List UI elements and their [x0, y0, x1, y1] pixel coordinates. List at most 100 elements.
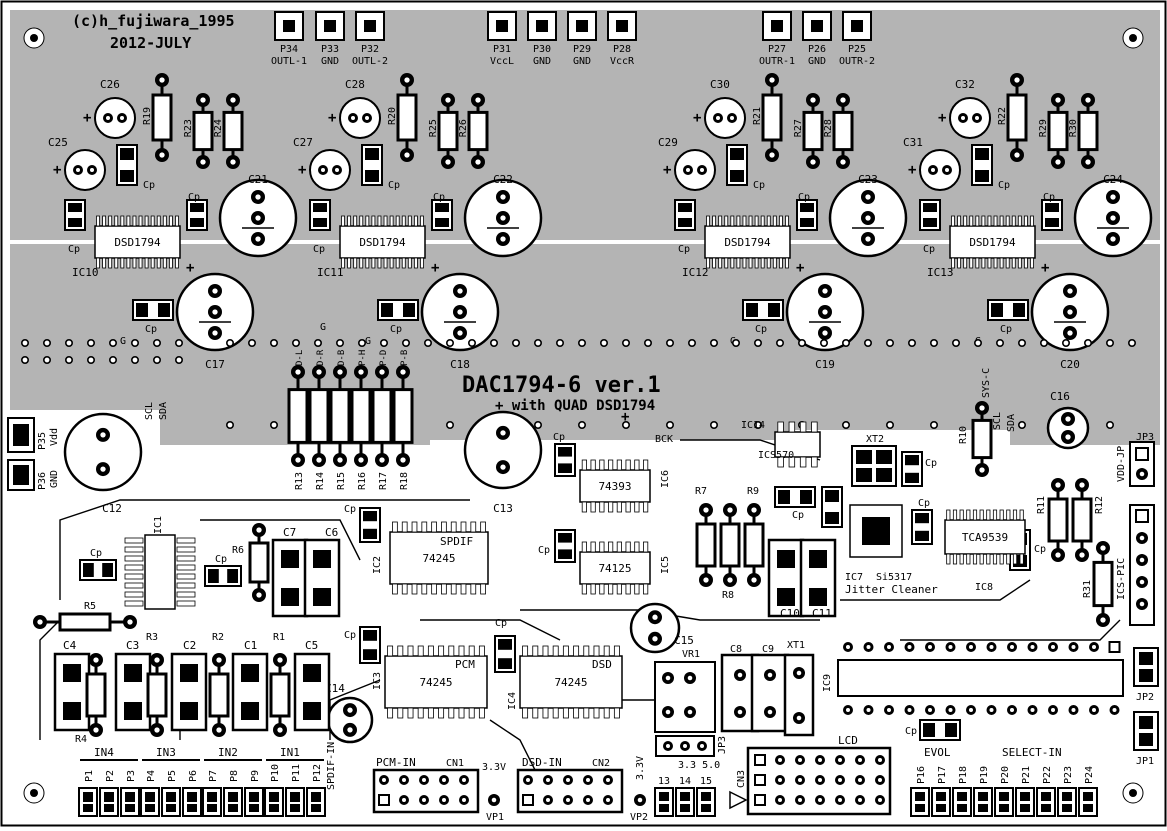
via [42, 355, 51, 364]
resistor-pad [312, 365, 326, 379]
ic-pin-pad [904, 705, 915, 715]
pad-label: P18 [958, 766, 969, 784]
resistor-pad [1051, 155, 1065, 169]
ic-pin [365, 257, 370, 269]
pad-core [311, 792, 321, 802]
cap-pad [124, 702, 142, 720]
ic-pin [634, 541, 640, 553]
pad-hole [365, 116, 369, 120]
pad-hole [475, 159, 481, 165]
ic-pin [724, 215, 729, 227]
via [929, 338, 938, 347]
connector-ics-pic[interactable]: ICS-PIC [1116, 504, 1155, 626]
pad-hole [526, 798, 530, 802]
via [313, 338, 322, 347]
via [555, 338, 564, 347]
pin-core [680, 804, 690, 812]
cap-pad [73, 165, 83, 175]
resistor-body [437, 110, 459, 152]
ic-part-label: 74245 [419, 676, 452, 689]
cap-label: C11 [812, 607, 832, 620]
ic-pin [480, 521, 486, 533]
vp2-pad [634, 794, 646, 806]
via [929, 420, 938, 429]
ic-pin [972, 553, 978, 565]
ic-pin [748, 215, 753, 227]
resistor-pad [1096, 541, 1110, 555]
resistor-net-label: D-L [295, 350, 305, 366]
pad-hole [1112, 645, 1117, 649]
pad-core [1041, 804, 1051, 812]
copyright-text: (c)h_fujiwara_1995 [72, 12, 235, 30]
cap-c18 [420, 272, 500, 352]
pad [684, 706, 696, 718]
pad-hole [316, 369, 322, 375]
jumper-jp2[interactable]: JP2 [1133, 647, 1159, 703]
cap-pad [697, 165, 707, 175]
ic-pin-pad [884, 642, 894, 652]
cp-label: Cp [1034, 544, 1046, 555]
ic-ic10: DSD1794 [94, 215, 181, 269]
pad-hole [979, 467, 985, 473]
resistor-label: R18 [399, 472, 410, 490]
ic-pin [1017, 257, 1022, 269]
pour-gap [10, 240, 1160, 244]
resistor-net-label: P-B [400, 350, 410, 366]
jumper-jp1[interactable]: JP1 [1133, 711, 1159, 767]
pad-hole [969, 645, 973, 649]
pad-hole [586, 778, 590, 782]
resistor-label: R2 [212, 632, 224, 643]
pad [583, 775, 593, 785]
cap-c21 [218, 178, 298, 258]
smd-cap-cp [821, 486, 843, 528]
resistor-pad [226, 93, 240, 107]
pad-hole [442, 778, 446, 782]
pad-core [364, 20, 376, 32]
via [709, 420, 718, 429]
trimmer-vr1[interactable]: VR1 [654, 649, 716, 733]
resistor-pad [312, 453, 326, 467]
pad-hole [93, 727, 99, 733]
vp1-pad [488, 794, 500, 806]
ic-pin-pad [925, 705, 935, 715]
ic-part-label: 74393 [598, 480, 631, 493]
ic-pin [397, 707, 404, 719]
ground-pour [10, 10, 1160, 445]
trimmer-outline [654, 661, 716, 733]
ic-part-label: Si5317 [876, 572, 912, 583]
pad-hole [402, 798, 406, 802]
connector-label: LCD [838, 734, 858, 747]
pad [1136, 598, 1148, 610]
resistor-body [396, 93, 418, 142]
trace [200, 519, 361, 561]
via [226, 338, 235, 347]
cap-plus: + [1041, 260, 1049, 276]
ic-pin [590, 583, 596, 595]
ic-pin [1023, 215, 1028, 227]
top-pad-label: OUTR-1 [759, 56, 795, 67]
resistor-r16 [350, 365, 372, 467]
pad-p36-label: P36 [37, 472, 48, 490]
cap-pad [103, 113, 113, 123]
